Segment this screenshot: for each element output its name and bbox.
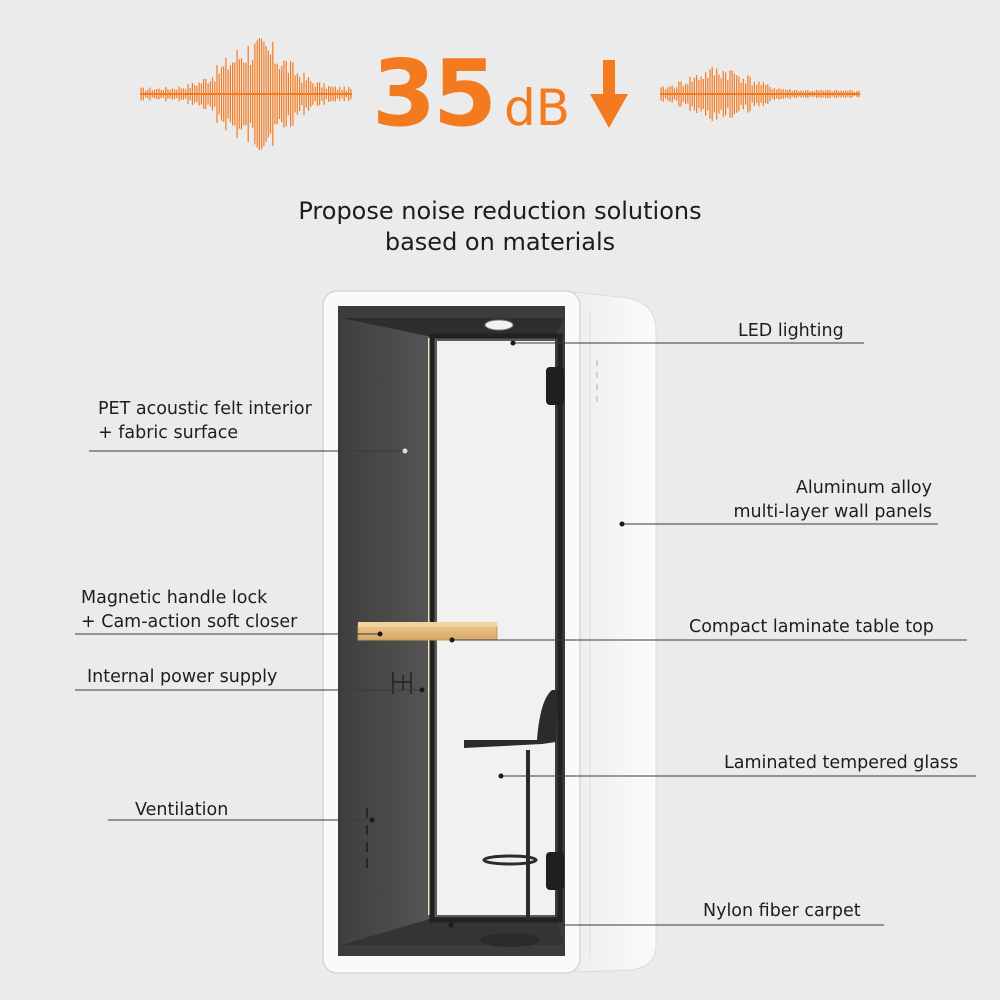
callout-carpet-text: Nylon fiber carpet [703,901,861,921]
callout-glass-text: Laminated tempered glass [724,753,959,773]
down-arrow-icon [590,60,628,128]
callout-aluminum-panels: Aluminum alloy multi-layer wall panels [734,476,933,524]
booth-side-panel [574,291,657,973]
sound-wave-left-icon [140,38,352,150]
leader-lines [75,342,976,926]
callout-magnetic-lock: Magnetic handle lock + Cam-action soft c… [81,586,297,634]
led-light [484,319,514,331]
callout-tempered-glass: Laminated tempered glass [724,751,958,775]
callout-laminate-text: Compact laminate table top [689,617,934,637]
callout-pet-line-2: + fabric surface [98,423,239,443]
callout-laminate-table: Compact laminate table top [689,615,934,639]
callout-aluminum-line-2: multi-layer wall panels [733,502,933,522]
page-subtitle: Propose noise reduction solutions based … [0,196,1000,258]
callout-ventilation: Ventilation [135,798,228,822]
decibel-value: 35 [372,40,497,147]
callout-magnetic-line-1: Magnetic handle lock [81,588,268,608]
callout-magnetic-line-2: + Cam-action soft closer [81,612,298,632]
subtitle-line-1: Propose noise reduction solutions [298,197,702,225]
callout-led-text: LED lighting [738,321,844,341]
callout-power-text: Internal power supply [87,667,278,687]
callout-power-supply: Internal power supply [87,665,277,689]
bar-stool [464,690,558,947]
callout-pet-felt: PET acoustic felt interior + fabric surf… [98,397,312,445]
callout-led-lighting: LED lighting [738,319,844,343]
callout-aluminum-line-1: Aluminum alloy [795,478,932,498]
subtitle-line-2: based on materials [384,228,616,256]
sound-wave-right-icon [660,66,860,122]
callout-ventilation-text: Ventilation [135,800,229,820]
decibel-unit: dB [504,79,571,137]
callout-pet-line-1: PET acoustic felt interior [98,399,312,419]
callout-carpet: Nylon fiber carpet [703,899,861,923]
